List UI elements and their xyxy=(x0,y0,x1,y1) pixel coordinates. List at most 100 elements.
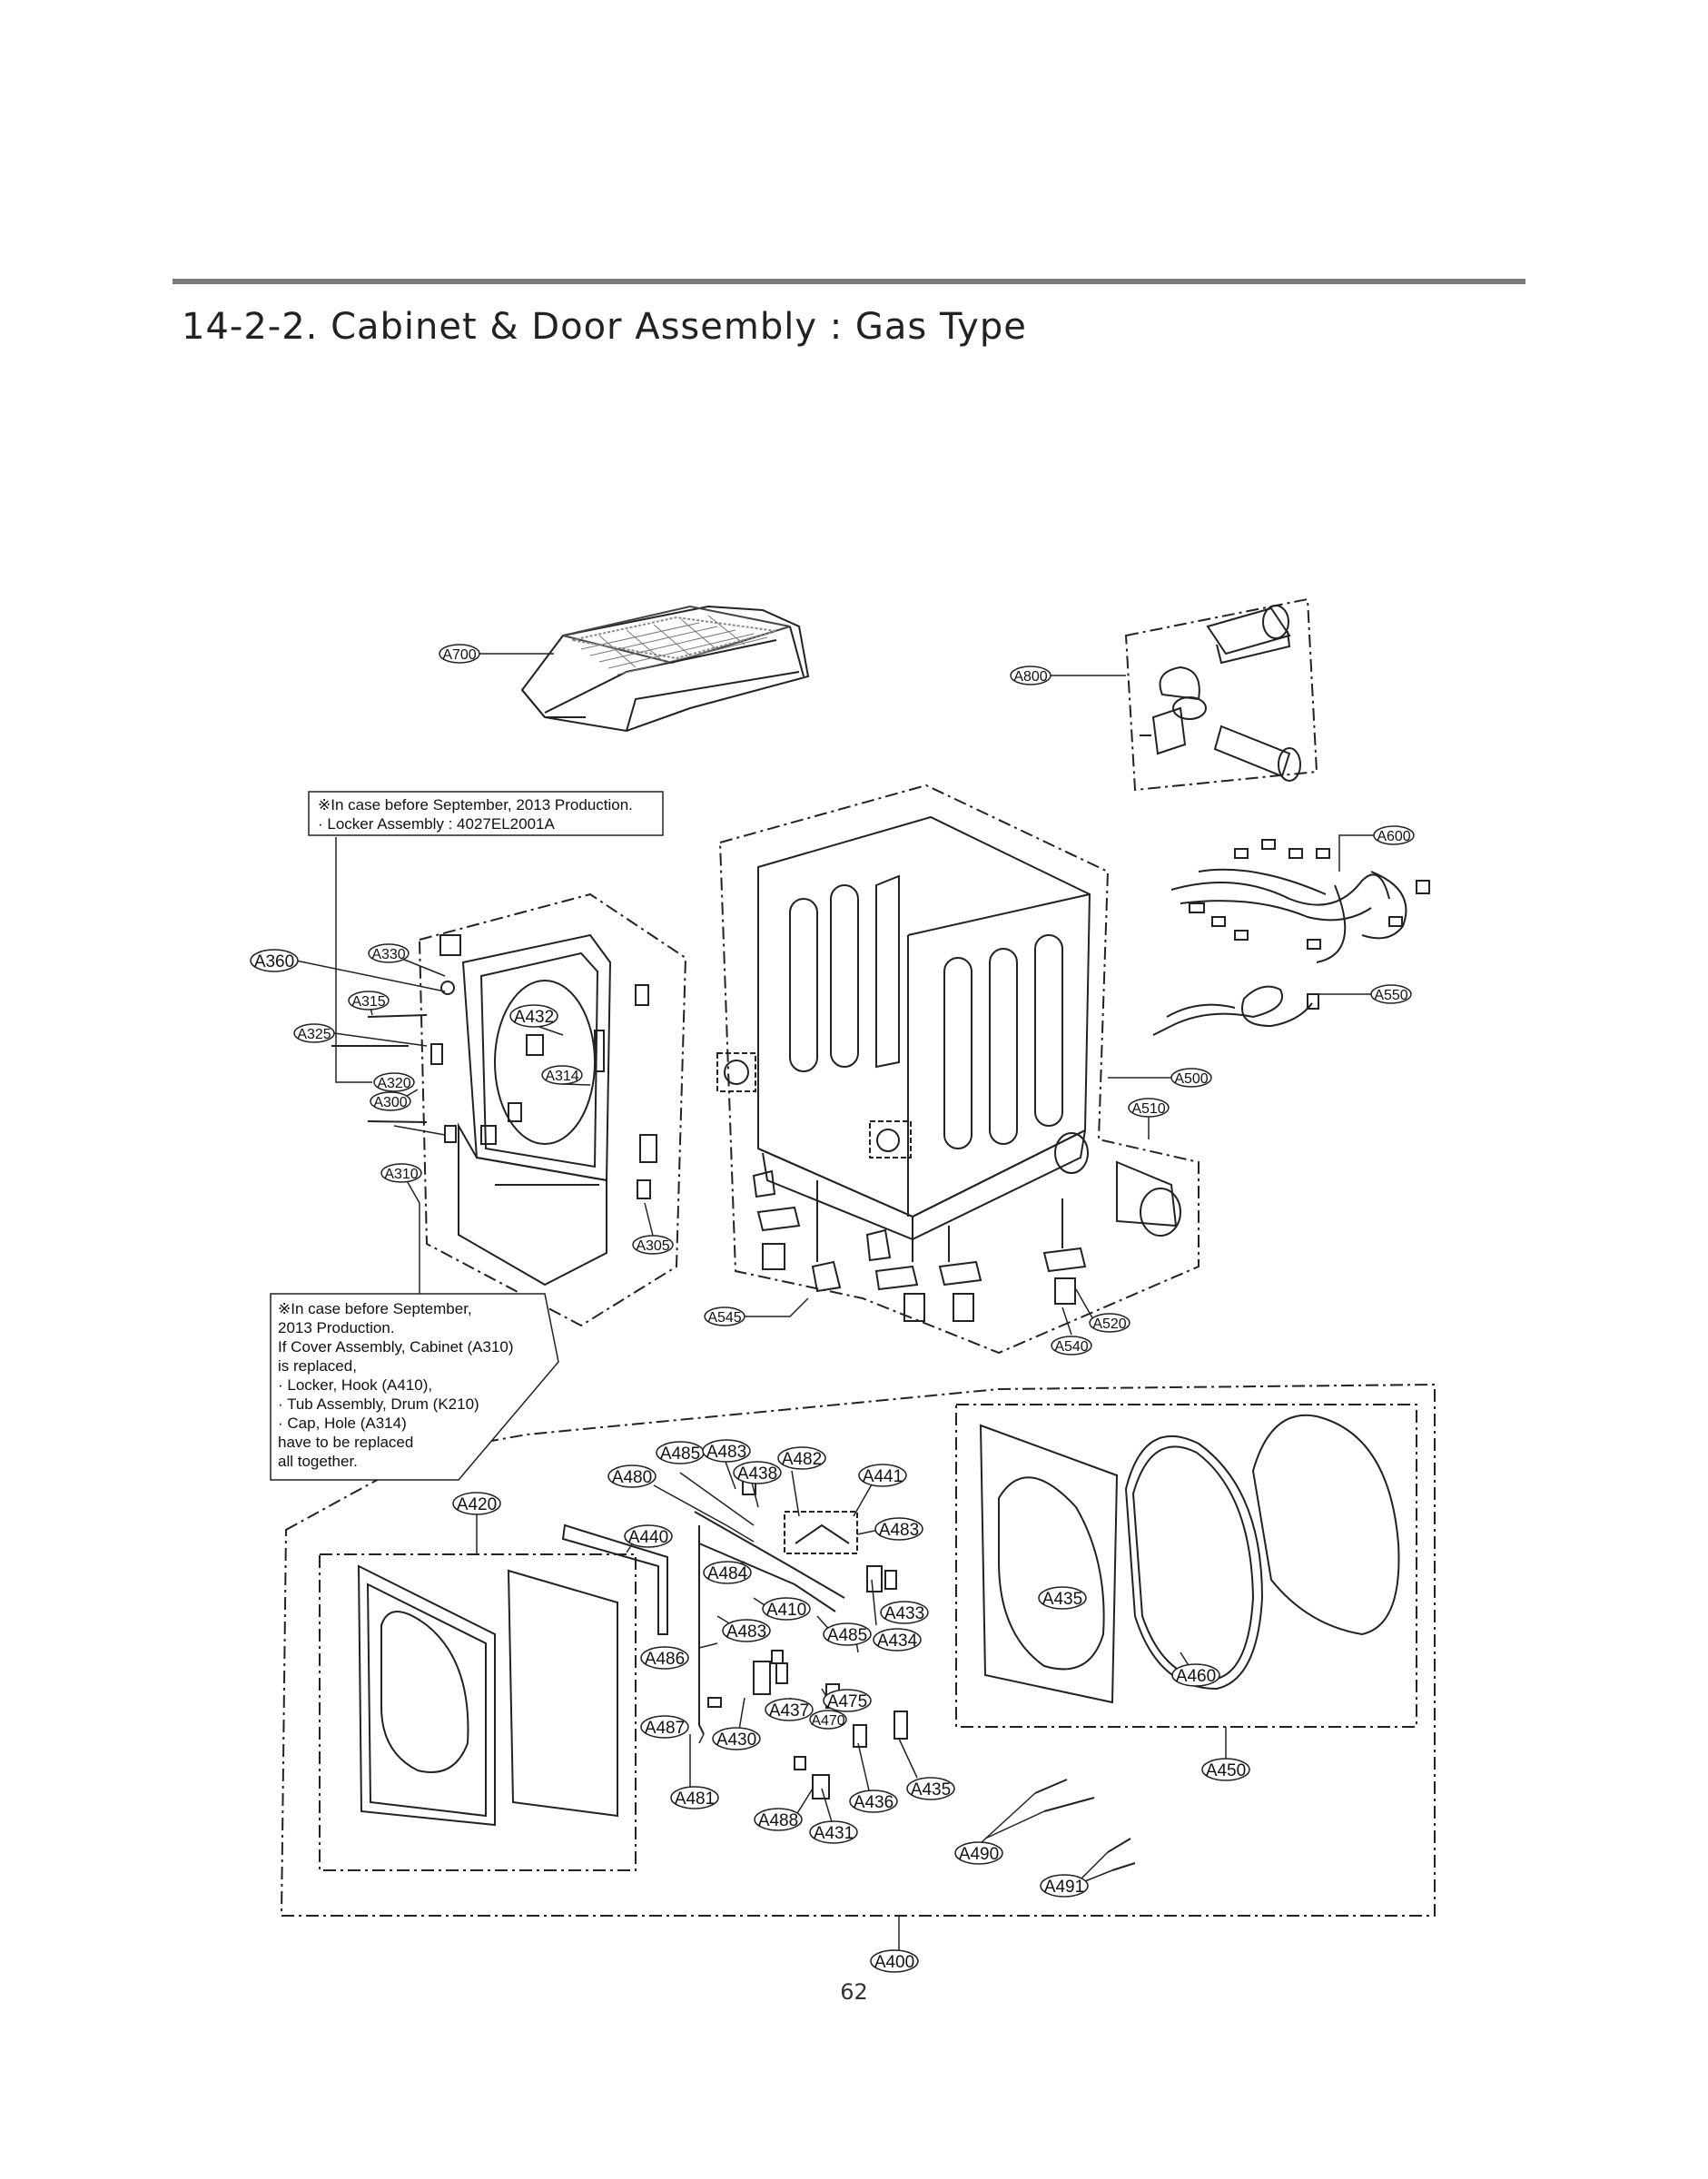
callout-A420: A420 xyxy=(452,1492,501,1515)
cover-note-line: is replaced, xyxy=(278,1357,357,1375)
svg-text:A520: A520 xyxy=(1092,1316,1126,1332)
callout-A510: A510 xyxy=(1128,1098,1170,1118)
svg-text:A432: A432 xyxy=(514,1008,554,1027)
callout-A491: A491 xyxy=(1040,1874,1089,1898)
callout-A700: A700 xyxy=(439,644,480,664)
svg-text:A700: A700 xyxy=(442,647,476,663)
svg-text:A320: A320 xyxy=(377,1076,410,1091)
callout-A550: A550 xyxy=(1370,984,1412,1004)
svg-text:A600: A600 xyxy=(1377,829,1410,844)
callout-A485: A485 xyxy=(656,1441,705,1464)
cover-note-line: ※In case before September, xyxy=(278,1300,472,1317)
wire-harness-drawing xyxy=(1152,839,1430,1036)
svg-text:A485: A485 xyxy=(660,1444,700,1464)
callout-A432: A432 xyxy=(509,1004,558,1028)
cover-note-line: 2013 Production. xyxy=(278,1319,395,1336)
svg-text:A305: A305 xyxy=(636,1238,669,1254)
callout-A310: A310 xyxy=(380,1163,422,1183)
callout-A435: A435 xyxy=(906,1777,955,1800)
svg-text:A484: A484 xyxy=(707,1564,748,1583)
svg-text:A550: A550 xyxy=(1374,988,1407,1003)
callout-A485: A485 xyxy=(823,1622,872,1646)
svg-text:A470: A470 xyxy=(811,1713,844,1729)
locker-note: ※In case before September, 2013 Producti… xyxy=(308,791,664,836)
rack-grid xyxy=(580,615,768,675)
svg-text:A500: A500 xyxy=(1174,1071,1208,1087)
svg-text:A310: A310 xyxy=(384,1167,418,1182)
callout-A315: A315 xyxy=(348,991,390,1011)
header-rule xyxy=(173,279,1525,284)
callout-A436: A436 xyxy=(849,1790,898,1813)
page-number: 62 xyxy=(840,1979,868,2005)
cabinet-drawing xyxy=(716,784,1200,1355)
svg-text:A487: A487 xyxy=(645,1719,685,1738)
callout-A441: A441 xyxy=(858,1464,907,1487)
svg-text:A434: A434 xyxy=(877,1632,918,1651)
callout-A438: A438 xyxy=(733,1461,782,1484)
svg-text:A300: A300 xyxy=(373,1095,407,1110)
svg-text:A430: A430 xyxy=(716,1730,756,1750)
svg-text:A450: A450 xyxy=(1206,1761,1246,1780)
svg-text:A360: A360 xyxy=(254,952,294,971)
svg-text:A491: A491 xyxy=(1044,1878,1084,1897)
callout-A430: A430 xyxy=(712,1727,761,1750)
svg-text:A483: A483 xyxy=(726,1622,766,1642)
callout-A300: A300 xyxy=(370,1091,411,1111)
svg-text:A325: A325 xyxy=(297,1027,331,1042)
cover-note-line: If Cover Assembly, Cabinet (A310) xyxy=(278,1338,514,1356)
locker-note-line2: · Locker Assembly : 4027EL2001A xyxy=(318,815,555,833)
callout-A410: A410 xyxy=(762,1597,811,1621)
svg-text:A485: A485 xyxy=(827,1626,867,1645)
callout-A800: A800 xyxy=(1010,666,1051,685)
locker-note-line1: ※In case before September, 2013 Producti… xyxy=(318,796,633,813)
callout-A437: A437 xyxy=(765,1698,814,1721)
svg-text:A800: A800 xyxy=(1013,669,1047,685)
callout-A434: A434 xyxy=(873,1628,922,1652)
callout-A520: A520 xyxy=(1089,1313,1130,1333)
callout-A305: A305 xyxy=(632,1235,674,1255)
callout-A487: A487 xyxy=(640,1715,689,1739)
front-panel-drawing xyxy=(331,892,687,1327)
callout-A540: A540 xyxy=(1051,1336,1092,1356)
callout-A325: A325 xyxy=(293,1023,335,1043)
svg-text:A437: A437 xyxy=(769,1701,809,1721)
callout-A490: A490 xyxy=(954,1841,1003,1865)
part-callouts: A700 A800 A600 A550 A500 A510 A520 A540 … xyxy=(250,644,1415,1973)
svg-text:A540: A540 xyxy=(1054,1339,1088,1355)
callout-A500: A500 xyxy=(1170,1068,1212,1088)
callout-A475: A475 xyxy=(823,1689,872,1712)
svg-text:A441: A441 xyxy=(863,1467,903,1486)
cover-note-line: · Locker, Hook (A410), xyxy=(278,1376,432,1394)
cover-note: ※In case before September, 2013 Producti… xyxy=(270,1293,559,1481)
callout-A460: A460 xyxy=(1171,1663,1220,1687)
svg-text:A480: A480 xyxy=(612,1468,652,1487)
callout-A435: A435 xyxy=(1038,1586,1087,1610)
callout-A320: A320 xyxy=(373,1072,415,1092)
svg-text:A436: A436 xyxy=(854,1793,893,1812)
callout-A483: A483 xyxy=(722,1619,771,1642)
callout-A433: A433 xyxy=(880,1601,929,1624)
leader-lines xyxy=(295,653,1374,1952)
svg-text:A490: A490 xyxy=(959,1845,999,1864)
callout-A431: A431 xyxy=(809,1820,858,1844)
svg-text:A460: A460 xyxy=(1176,1667,1216,1686)
callout-A483: A483 xyxy=(874,1517,923,1541)
svg-text:A486: A486 xyxy=(645,1650,685,1669)
section-title: 14-2-2. Cabinet & Door Assembly : Gas Ty… xyxy=(182,306,1027,348)
callout-A484: A484 xyxy=(703,1561,752,1584)
svg-text:A475: A475 xyxy=(827,1692,867,1711)
svg-text:A315: A315 xyxy=(351,994,385,1010)
svg-text:A483: A483 xyxy=(879,1521,919,1540)
svg-text:A510: A510 xyxy=(1131,1101,1165,1117)
svg-text:A431: A431 xyxy=(814,1824,854,1843)
svg-text:A482: A482 xyxy=(782,1450,822,1469)
cover-note-line: · Cap, Hole (A314) xyxy=(278,1415,407,1432)
cover-note-line: have to be replaced xyxy=(278,1434,413,1451)
callout-A330: A330 xyxy=(368,943,410,963)
svg-text:A433: A433 xyxy=(884,1604,924,1623)
svg-text:A400: A400 xyxy=(874,1953,914,1972)
callout-A545: A545 xyxy=(704,1306,745,1326)
svg-text:A488: A488 xyxy=(758,1811,798,1830)
callout-A482: A482 xyxy=(777,1446,826,1470)
callout-A483: A483 xyxy=(702,1439,751,1463)
